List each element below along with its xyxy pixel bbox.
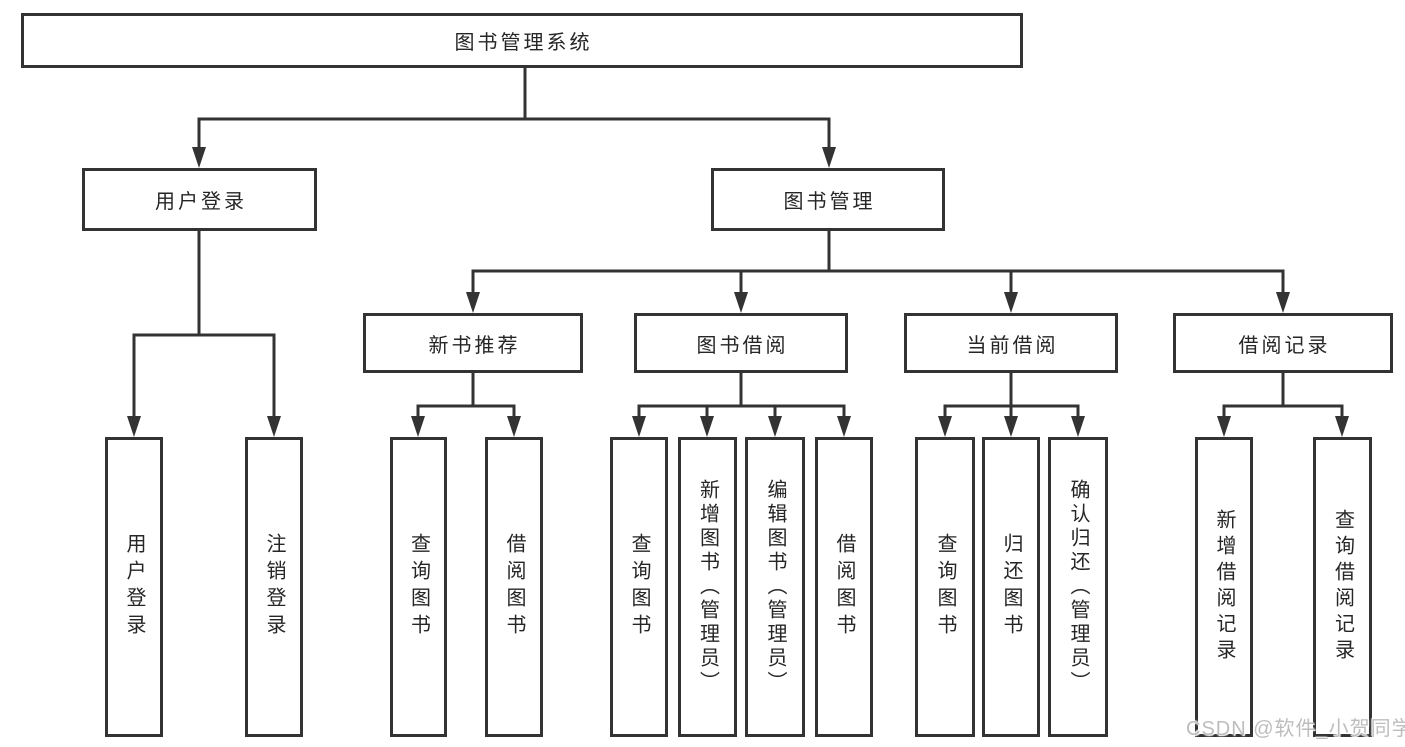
node-label: 确认归还（管理员）	[1067, 479, 1089, 695]
node-label: 图书管理系统	[454, 32, 593, 54]
leaf-user-login: 用户登录	[105, 437, 163, 737]
node-label: 新增图书（管理员）	[696, 479, 719, 695]
node-label: 查询图书	[407, 533, 430, 641]
node-book-management: 图书管理	[711, 168, 945, 231]
node-label: 用户登录	[123, 533, 145, 641]
node-book-borrowing: 图书借阅	[634, 313, 848, 373]
node-label: 借阅图书	[503, 533, 525, 641]
leaf-confirm-return-admin: 确认归还（管理员）	[1048, 437, 1108, 737]
node-label: 查询图书	[934, 533, 956, 641]
arrowhead-icons	[127, 147, 1349, 437]
leaf-borrow-books-borrowing: 借阅图书	[815, 437, 873, 737]
leaf-add-book-admin: 新增图书（管理员）	[678, 437, 737, 737]
leaf-query-borrow-record: 查询借阅记录	[1313, 437, 1372, 737]
node-label: 编辑图书（管理员）	[764, 479, 786, 695]
node-label: 归还图书	[1000, 533, 1022, 641]
node-label: 当前借阅	[966, 334, 1059, 357]
leaf-return-books: 归还图书	[982, 437, 1040, 737]
node-label: 新书推荐	[428, 334, 521, 357]
node-label: 图书借阅	[696, 334, 789, 357]
leaf-query-books-borrowing: 查询图书	[610, 437, 668, 737]
node-label: 图书管理	[783, 191, 876, 213]
leaf-borrow-books-recommend: 借阅图书	[485, 437, 543, 737]
node-label: 借阅记录	[1238, 334, 1331, 357]
node-current-borrowing: 当前借阅	[904, 313, 1118, 373]
node-label: 注销登录	[263, 533, 285, 641]
node-label: 新增借阅记录	[1213, 509, 1235, 665]
leaf-query-books-recommend: 查询图书	[390, 437, 447, 737]
leaf-logout-login: 注销登录	[245, 437, 303, 737]
node-label: 用户登录	[155, 191, 247, 213]
leaf-query-books-current: 查询图书	[915, 437, 975, 737]
node-library-management-system: 图书管理系统	[21, 13, 1023, 68]
node-borrowing-records: 借阅记录	[1173, 313, 1393, 373]
node-user-login: 用户登录	[82, 168, 317, 231]
node-label: 查询图书	[628, 533, 650, 641]
node-label: 借阅图书	[833, 533, 855, 641]
node-new-book-recommend: 新书推荐	[363, 313, 583, 373]
leaf-add-borrow-record: 新增借阅记录	[1195, 437, 1253, 737]
node-label: 查询借阅记录	[1331, 509, 1354, 665]
csdn-watermark: CSDN @软件_小贺同学	[1186, 718, 1405, 740]
leaf-edit-book-admin: 编辑图书（管理员）	[745, 437, 805, 737]
